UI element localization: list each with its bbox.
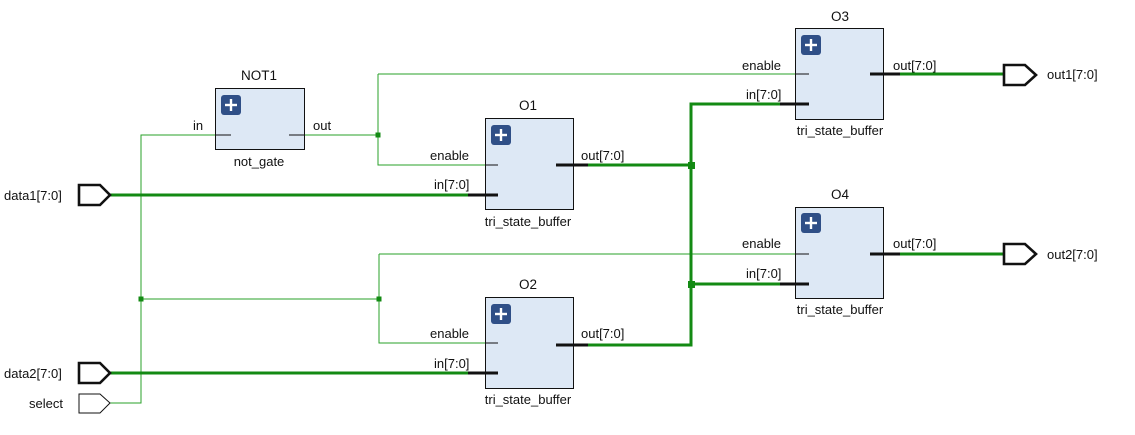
cell-instance-name: O3: [831, 9, 849, 24]
pin-label-out: out[7:0]: [581, 326, 624, 341]
pin-label-enable: enable: [742, 58, 781, 73]
port-label-data2: data2[7:0]: [4, 366, 62, 381]
cell-o2[interactable]: O2 enable in[7:0] out[7:0] tri_state_buf…: [430, 277, 624, 407]
expand-icon[interactable]: [801, 213, 821, 233]
pin-label-in: in: [193, 118, 203, 133]
input-port-data2[interactable]: data2[7:0]: [4, 361, 112, 385]
cell-type-label: tri_state_buffer: [797, 123, 884, 138]
cell-instance-name: NOT1: [241, 68, 277, 83]
cell-type-label: tri_state_buffer: [485, 214, 572, 229]
cell-instance-name: O2: [519, 277, 537, 292]
pin-label-out: out: [313, 118, 331, 133]
cell-o1[interactable]: O1 enable in[7:0] out[7:0] tri_state_buf…: [430, 98, 624, 229]
pin-label-out: out[7:0]: [893, 58, 936, 73]
pin-label-in: in[7:0]: [434, 177, 469, 192]
bus-shared[interactable]: [588, 102, 780, 347]
expand-icon[interactable]: [221, 95, 241, 115]
output-port-out1[interactable]: out1[7:0]: [1002, 63, 1098, 87]
input-port-data1[interactable]: data1[7:0]: [4, 183, 112, 207]
junction-not1-out: [375, 132, 381, 138]
pin-label-enable: enable: [430, 148, 469, 163]
port-label-out1: out1[7:0]: [1047, 67, 1098, 82]
wires: [110, 72, 1004, 404]
cell-not1[interactable]: NOT1 in out not_gate: [193, 68, 331, 169]
expand-icon[interactable]: [801, 35, 821, 55]
pin-label-enable: enable: [742, 236, 781, 251]
port-label-select: select: [29, 396, 63, 411]
pin-label-in: in[7:0]: [746, 266, 781, 281]
cell-o4[interactable]: O4 enable in[7:0] out[7:0] tri_state_buf…: [742, 187, 936, 317]
wire-not1-out[interactable]: [305, 73, 795, 166]
cell-instance-name: O4: [831, 187, 850, 202]
pin-label-out: out[7:0]: [581, 148, 624, 163]
pin-label-in: in[7:0]: [434, 356, 469, 371]
cell-type-label: tri_state_buffer: [797, 302, 884, 317]
wire-select-enable[interactable]: [378, 253, 795, 344]
junction-select-enable: [376, 296, 382, 302]
expand-icon[interactable]: [491, 125, 511, 145]
port-label-out2: out2[7:0]: [1047, 247, 1098, 262]
cell-o3[interactable]: O3 enable in[7:0] out[7:0] tri_state_buf…: [742, 9, 936, 138]
junction-bus-o4: [688, 281, 695, 288]
port-label-data1: data1[7:0]: [4, 188, 62, 203]
cell-instance-name: O1: [519, 98, 537, 113]
output-port-out2[interactable]: out2[7:0]: [1002, 242, 1098, 266]
pin-label-out: out[7:0]: [893, 236, 936, 251]
pin-label-in: in[7:0]: [746, 87, 781, 102]
pin-label-enable: enable: [430, 326, 469, 341]
cell-type-label: not_gate: [234, 154, 285, 169]
wire-select[interactable]: [110, 134, 379, 404]
junction-bus-o1: [688, 162, 695, 169]
cell-type-label: tri_state_buffer: [485, 392, 572, 407]
input-port-select[interactable]: select: [29, 393, 111, 414]
junction-select: [138, 296, 144, 302]
expand-icon[interactable]: [491, 304, 511, 324]
